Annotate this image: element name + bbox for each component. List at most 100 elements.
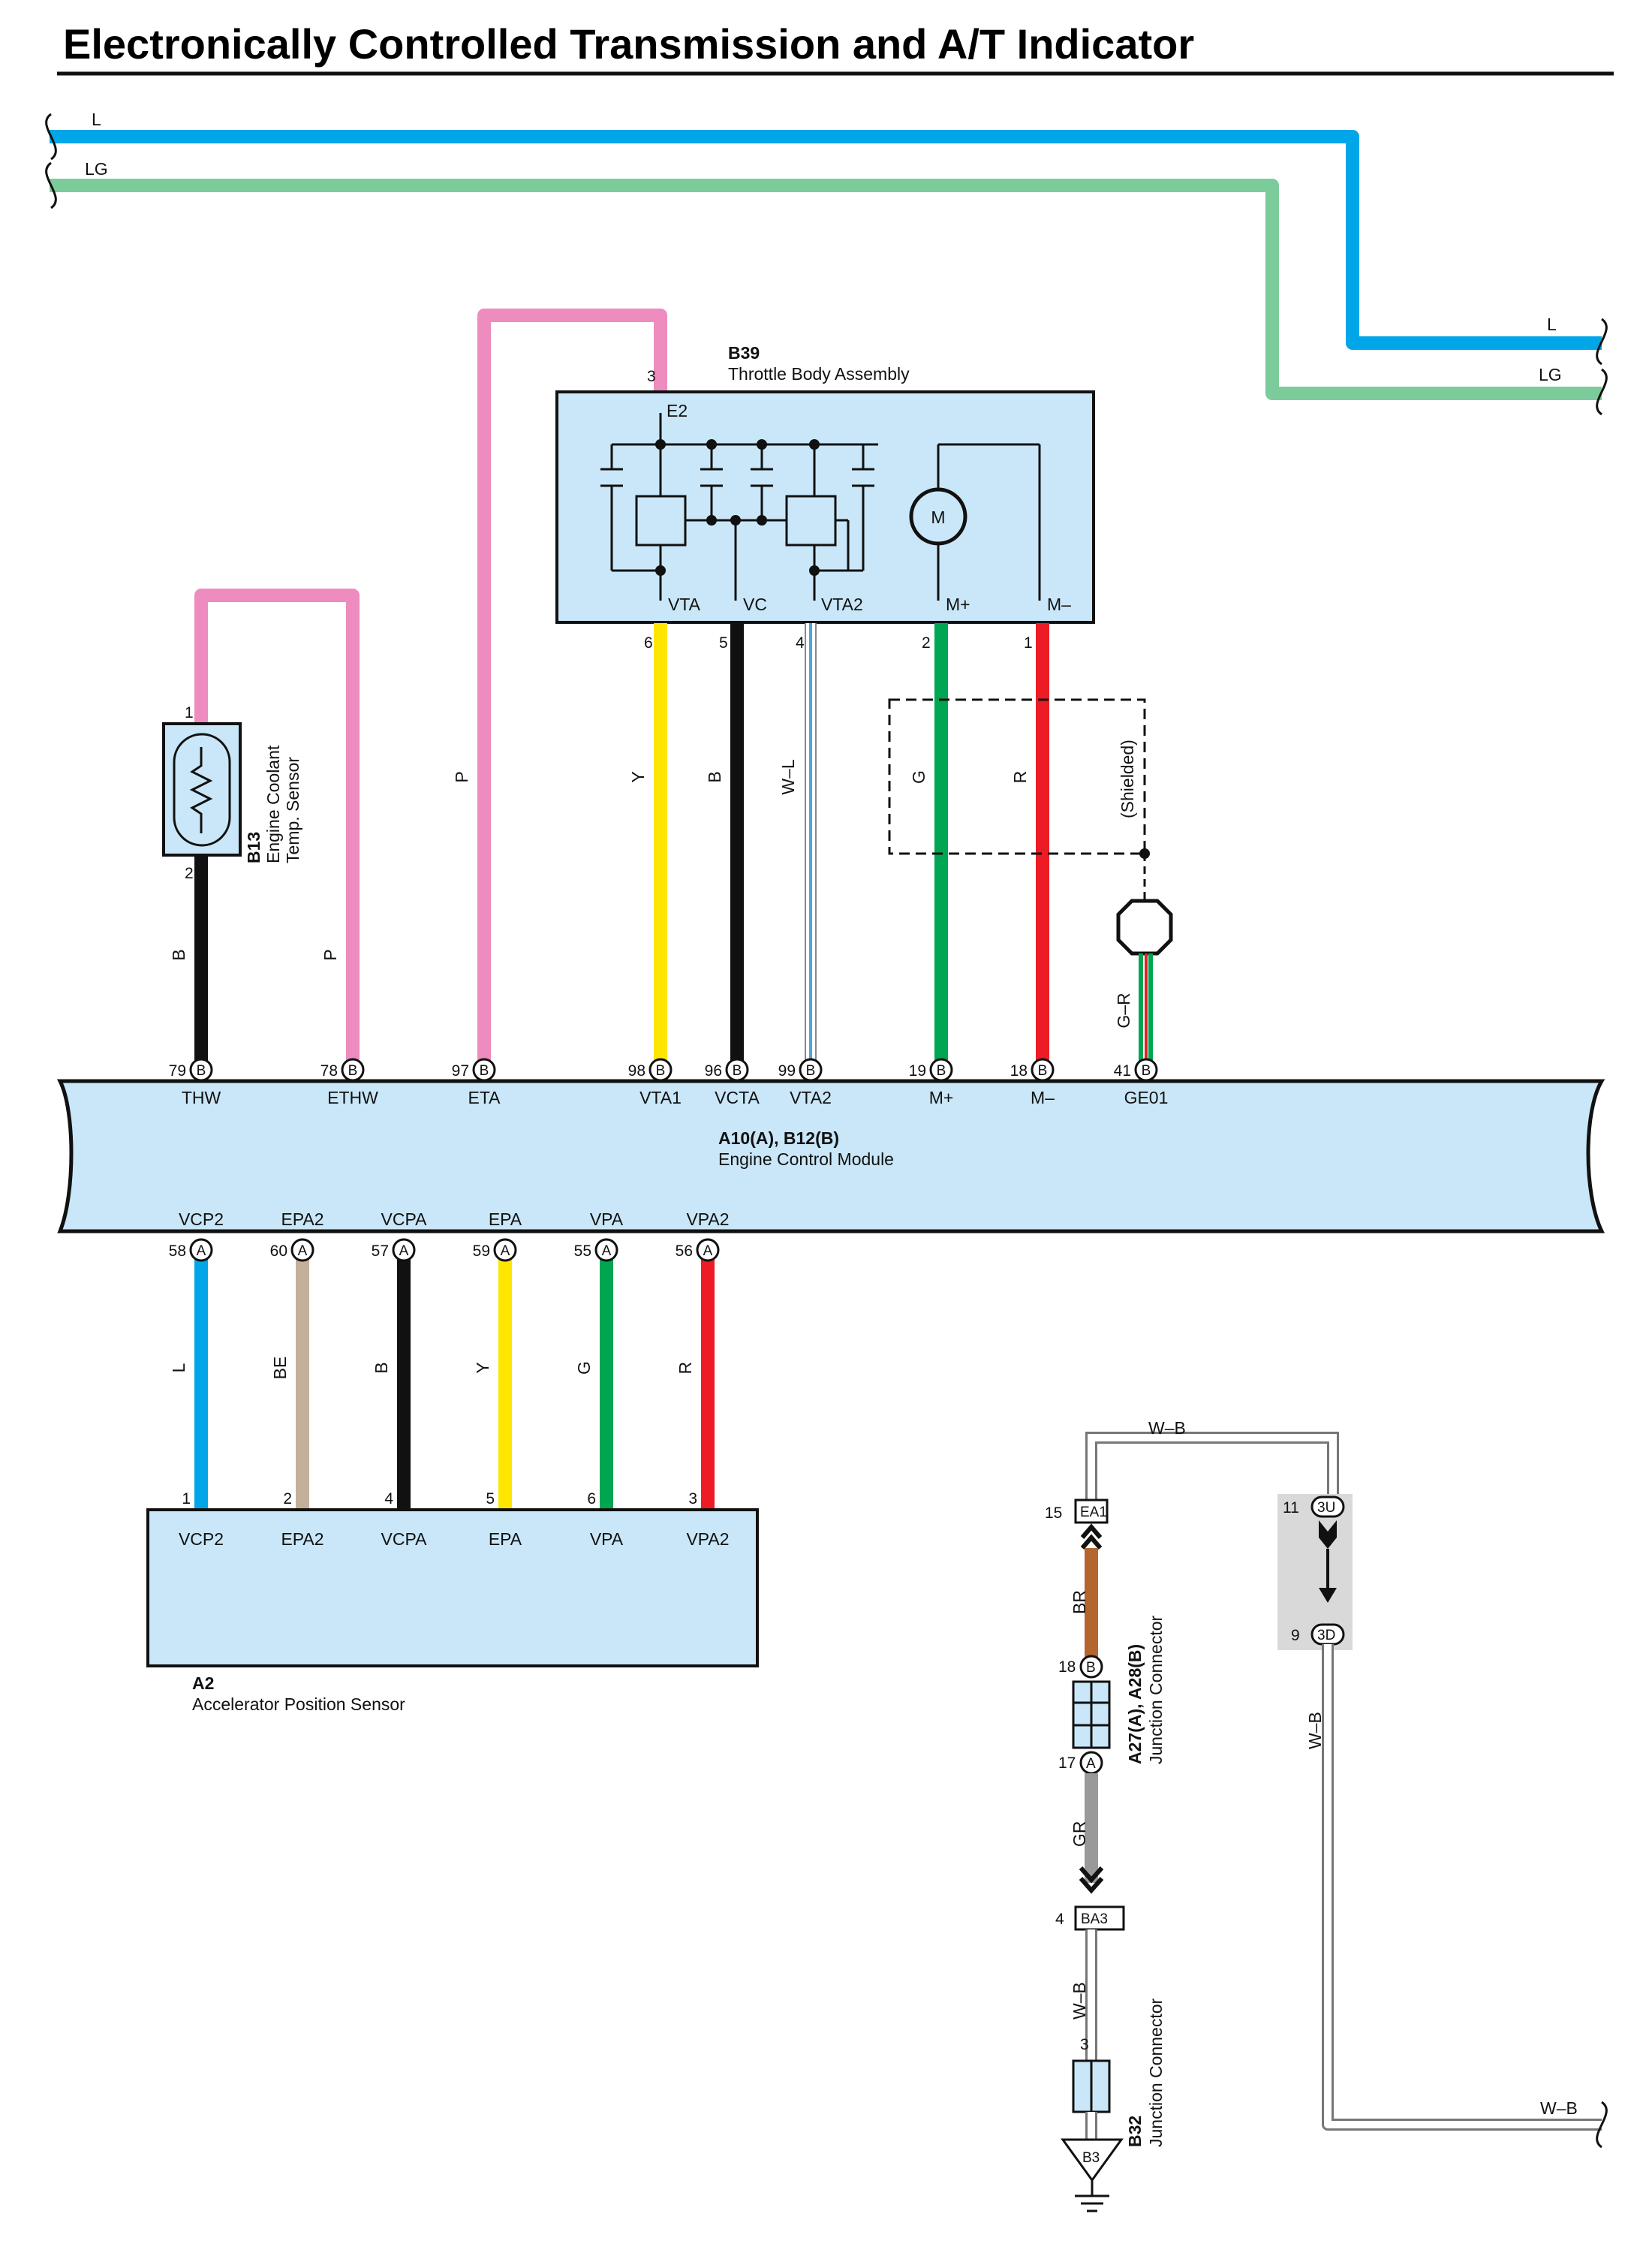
coolant-temp-sensor <box>162 722 242 857</box>
throttle-terminal-vc: VC <box>743 595 767 614</box>
junction-a27-name: Junction Connector <box>1146 1615 1166 1764</box>
ecm-terminal-label: GE01 <box>1124 1088 1169 1107</box>
ecm-pin-number: 58 <box>169 1242 186 1260</box>
ecm-terminal-label: THW <box>182 1088 221 1107</box>
junction-a27-code: A27(A), A28(B) <box>1125 1644 1145 1764</box>
ground-circuit <box>1061 1432 1608 2212</box>
coolant-code: B13 <box>244 832 263 863</box>
ecm-pin-connector-icon <box>929 1058 953 1082</box>
wire-color-label: R <box>676 1362 695 1375</box>
motor-label: M <box>931 508 945 527</box>
wire-color-label: G <box>909 770 928 784</box>
3d-pin: 9 <box>1291 1627 1300 1644</box>
wire-label-lg: LG <box>85 159 108 179</box>
wire-color-label: B <box>372 1362 391 1373</box>
aps-pin-number: 2 <box>283 1490 292 1508</box>
wire-label-l-right: L <box>1547 315 1557 334</box>
ecm-terminal-label: EPA2 <box>281 1209 323 1229</box>
wire-color-label: BE <box>270 1357 290 1380</box>
ba3-pin: 4 <box>1055 1911 1064 1928</box>
ecm-pin-number: 99 <box>778 1062 796 1080</box>
wire-label-lg-right: LG <box>1539 365 1562 384</box>
ecm-pin-connector-icon <box>594 1238 618 1262</box>
ecm-name: Engine Control Module <box>718 1149 894 1169</box>
ecm-terminal-label: VCTA <box>715 1088 760 1107</box>
bus-wire-l <box>45 113 1608 366</box>
ecm-pin-connector-icon <box>799 1058 823 1082</box>
b32-pin: 3 <box>1080 2036 1089 2053</box>
wire-eta <box>477 309 667 1070</box>
ecm-terminal-label: ETHW <box>327 1088 378 1107</box>
ecm-pin-number: 78 <box>320 1062 338 1080</box>
wire-ethw <box>194 589 360 1070</box>
aps-pin-number: 3 <box>688 1490 697 1508</box>
throttle-body-assembly: M <box>555 390 1095 624</box>
wire-color-label: G <box>574 1361 594 1375</box>
throttle-pin-4: 4 <box>796 634 805 652</box>
ecm-pin-tag: A <box>602 1243 612 1259</box>
ecm-terminal-label: VTA2 <box>790 1088 832 1107</box>
ecm-pin-number: 98 <box>628 1062 645 1080</box>
junction-pin-b-icon <box>1079 1655 1103 1679</box>
3u-label: 3U <box>1317 1500 1335 1516</box>
ea1-label: EA1 <box>1080 1505 1107 1520</box>
ecm-pin-tag: B <box>656 1063 666 1079</box>
ecm-pin-number: 57 <box>372 1242 389 1260</box>
coolant-pin-2: 2 <box>185 865 194 882</box>
ecm-pin-number: 19 <box>909 1062 926 1080</box>
coolant-name-line2: Temp. Sensor <box>283 757 302 863</box>
ecm-pin-connector-icon <box>725 1058 749 1082</box>
shield-box <box>888 698 1173 1070</box>
ecm-code: A10(A), B12(B) <box>718 1128 839 1148</box>
ecm-pin-number: 59 <box>473 1242 490 1260</box>
ecm-pin-tag: A <box>197 1243 206 1259</box>
ecm-terminal-label: VTA1 <box>639 1088 682 1107</box>
coolant-name-line1: Engine Coolant <box>263 745 283 863</box>
throttle-pin-2: 2 <box>922 634 931 652</box>
ecm-pin-tag: B <box>348 1063 358 1079</box>
wire-color-label: R <box>1010 771 1030 784</box>
ecm-pin-tag: A <box>298 1243 308 1259</box>
ecm-terminal-label: ETA <box>468 1088 501 1107</box>
wire-color-label: Y <box>628 771 648 782</box>
throttle-terminal-m-plus: M+ <box>946 595 970 614</box>
ecm-terminal-label: M– <box>1031 1088 1055 1107</box>
ecm-pin-connector-icon <box>189 1238 213 1262</box>
shielded-label: (Shielded) <box>1118 739 1137 818</box>
junction-pin-18-tag: B <box>1086 1660 1096 1676</box>
wire-color-label: B <box>705 771 724 782</box>
junction-pin-17-tag: A <box>1086 1756 1096 1772</box>
aps-code: A2 <box>192 1673 214 1693</box>
wire-label-l: L <box>92 110 101 129</box>
wire-label-br: BR <box>1070 1590 1089 1614</box>
wire-label-wb-2: W–B <box>1305 1712 1325 1749</box>
bus-wire-lg <box>45 161 1608 416</box>
aps-terminal-label: VCP2 <box>179 1529 224 1549</box>
ecm-top-pins: B79THWBB78ETHWPB97ETAPB98VTA1YB96VCTABB9… <box>169 759 1169 1107</box>
aps-pin-number: 6 <box>587 1490 596 1508</box>
ecm-pin-connector-icon <box>696 1238 720 1262</box>
wire-color-label: W–L <box>778 759 798 795</box>
ecm-pin-tag: B <box>1038 1063 1048 1079</box>
ecm-pin-tag: B <box>1142 1063 1151 1079</box>
aps-terminal-label: EPA2 <box>281 1529 323 1549</box>
ground-icon <box>1061 2138 1124 2182</box>
ecm-pin-number: 60 <box>270 1242 287 1260</box>
page-title: Electronically Controlled Transmission a… <box>63 20 1194 68</box>
ecm-terminal-label: EPA <box>489 1209 522 1229</box>
throttle-body-name: Throttle Body Assembly <box>728 364 910 384</box>
ecm-pin-connector-icon <box>493 1238 517 1262</box>
ecm-pin-connector-icon <box>189 1058 213 1082</box>
ecm-pin-number: 41 <box>1114 1062 1131 1080</box>
ecm-pin-number: 18 <box>1010 1062 1028 1080</box>
coolant-pin-1: 1 <box>185 704 194 721</box>
throttle-terminal-vta2: VTA2 <box>821 595 863 614</box>
wire-label-wb-top: W–B <box>1148 1418 1186 1438</box>
ecm-pin-connector-icon <box>290 1238 314 1262</box>
ecm-pin-number: 97 <box>452 1062 469 1080</box>
ecm-terminal-label: VPA2 <box>686 1209 729 1229</box>
aps-terminal-label: EPA <box>489 1529 522 1549</box>
ecm-pin-tag: B <box>806 1063 816 1079</box>
